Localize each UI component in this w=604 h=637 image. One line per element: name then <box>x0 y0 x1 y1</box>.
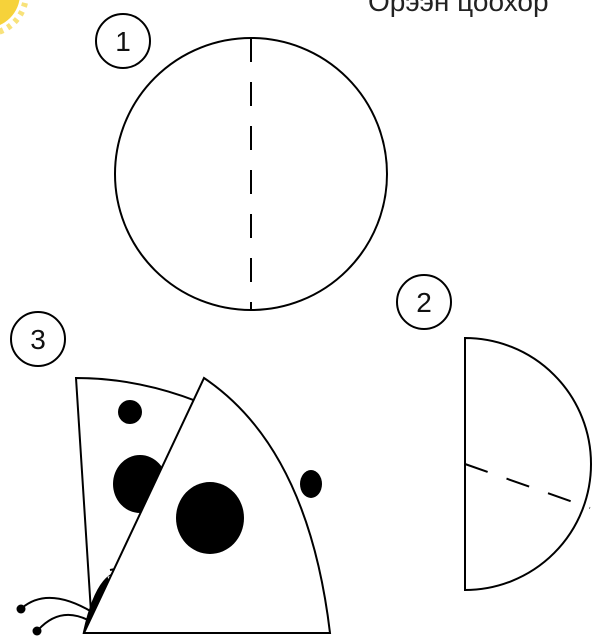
step-2-number: 2 <box>416 287 432 318</box>
spot-front-edge <box>300 470 322 498</box>
spot-front-large <box>176 482 244 554</box>
step-1-number: 1 <box>115 26 131 57</box>
step-3-number: 3 <box>30 324 46 355</box>
ladybug-antennae <box>17 598 93 636</box>
step-3-ladybug-diagram: 3 <box>11 312 330 636</box>
spot-back-small <box>118 400 142 424</box>
step-1-circle-diagram: 1 <box>96 14 387 310</box>
sun-decoration <box>0 0 26 34</box>
paper-half-circle <box>465 338 591 590</box>
step-2-half-circle-diagram: 2 <box>397 275 591 590</box>
